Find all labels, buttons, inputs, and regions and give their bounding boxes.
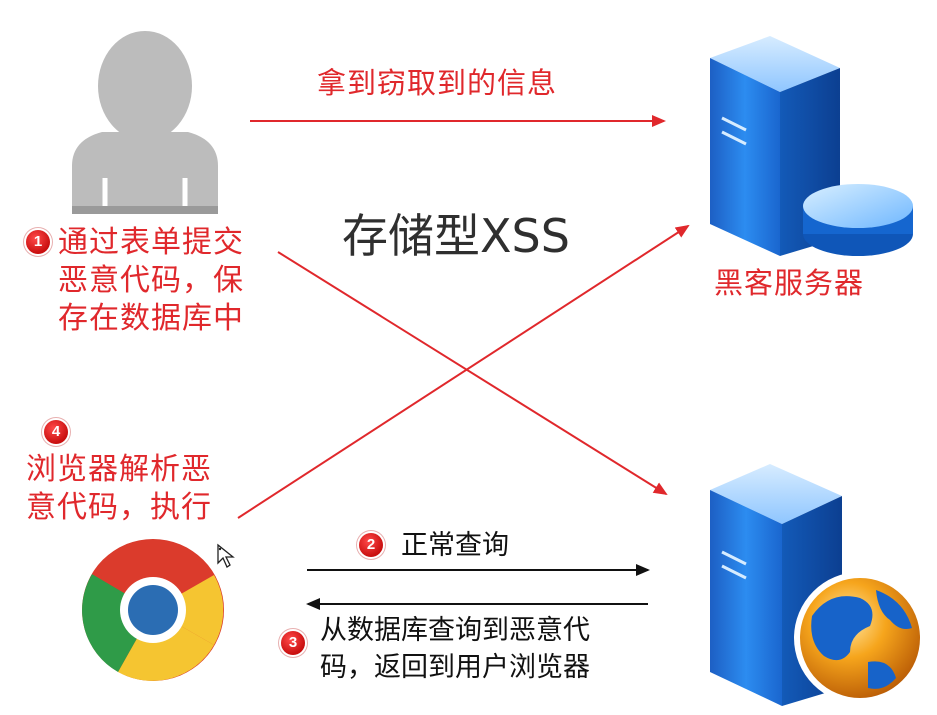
step-1-badge: 1 — [26, 230, 50, 254]
browser-icon — [82, 539, 224, 681]
cursor-icon — [217, 543, 235, 568]
step-3-line-2: 码，返回到用户浏览器 — [320, 652, 590, 683]
diagram-title: 存储型XSS — [342, 209, 570, 263]
step-1-line-1: 通过表单提交 — [58, 225, 244, 260]
hacker-server-label: 黑客服务器 — [714, 266, 865, 300]
step-4-line-1: 浏览器解析恶 — [26, 452, 212, 487]
step-3-badge: 3 — [281, 631, 305, 655]
step-2-badge: 2 — [359, 533, 383, 557]
step-3-line-1: 从数据库查询到恶意代 — [320, 615, 590, 646]
submit-to-db-arrow — [277, 251, 668, 496]
step-1-line-2: 恶意代码，保 — [58, 263, 244, 298]
web-server-icon — [710, 464, 926, 706]
step-4-badge: 4 — [44, 420, 68, 444]
step-2-label: 正常查询 — [401, 530, 509, 561]
hacker-server-icon — [710, 36, 913, 256]
step-4-line-2: 意代码，执行 — [26, 490, 212, 525]
user-icon — [72, 31, 218, 214]
execute-to-hacker-arrow — [237, 224, 690, 519]
steal-info-label: 拿到窃取到的信息 — [317, 66, 558, 100]
step-1-line-3: 存在数据库中 — [58, 301, 244, 336]
